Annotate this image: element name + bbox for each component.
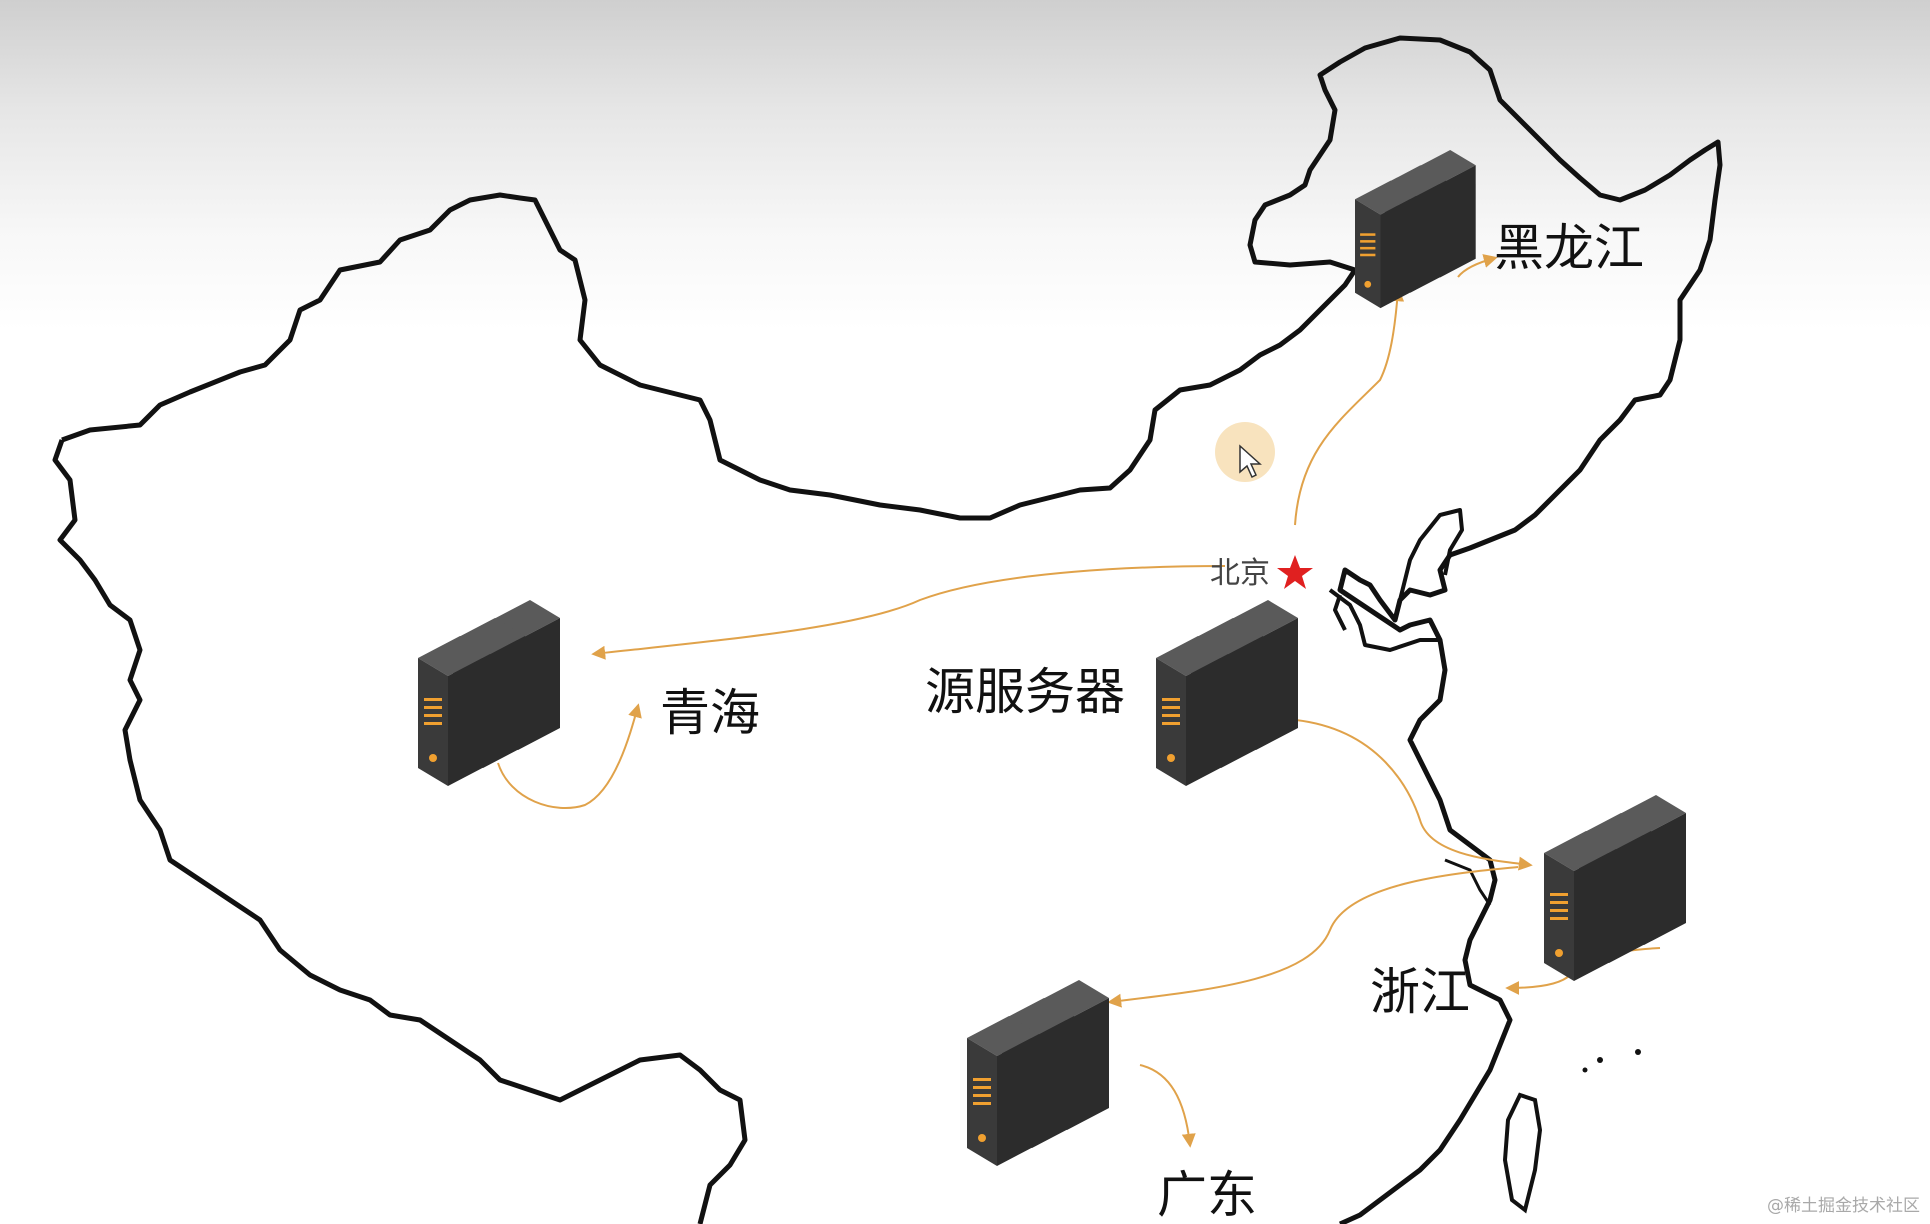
- taiwan-island: [1502, 1092, 1543, 1214]
- arrow-qinghai-local: [497, 703, 642, 809]
- node-label-zhejiang: 浙江: [1370, 963, 1470, 1021]
- watermark: @稀土掘金技术社区: [1767, 1196, 1920, 1216]
- node-label-heilongjiang: 黑龙江: [1494, 219, 1644, 277]
- node-label-qinghai: 青海: [660, 684, 760, 742]
- server-heilongjiang-icon: [1355, 150, 1476, 308]
- server-qinghai-icon: [418, 600, 560, 786]
- arrow-beijing-heilongjiang: [1294, 287, 1405, 526]
- china-border: [61, 35, 1723, 1224]
- east-coast: [1444, 858, 1492, 906]
- origin-server-label: 源服务器: [925, 663, 1125, 721]
- server-origin-icon: [1156, 600, 1298, 786]
- capital-label: 北京: [1210, 556, 1270, 591]
- arrow-heilongjiang-local: [1457, 254, 1498, 278]
- pointer-cursor-icon: [1215, 422, 1275, 482]
- arrow-beijing-qinghai: [591, 565, 1226, 660]
- beijing-star-icon: [1277, 555, 1313, 589]
- arrow-zhejiang-guangdong: [1107, 866, 1519, 1008]
- arrow-origin-zhejiang: [1295, 719, 1533, 871]
- node-label-guangdong: 广东: [1157, 1166, 1257, 1224]
- bohai-coast: [1328, 508, 1464, 652]
- server-zhejiang-icon: [1544, 795, 1686, 981]
- china-border-west: [52, 439, 748, 1224]
- server-guangdong-icon: [967, 980, 1109, 1166]
- arrow-guangdong-local: [1139, 1064, 1196, 1148]
